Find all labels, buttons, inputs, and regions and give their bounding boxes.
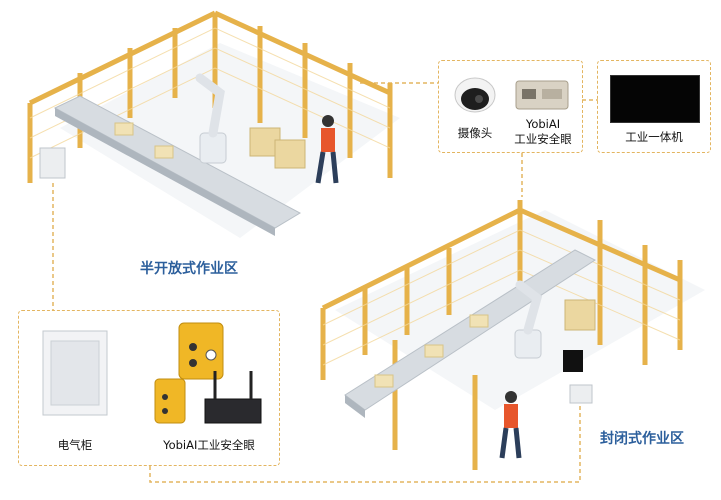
device-group-industrial-pc: 工业一体机 <box>597 60 711 153</box>
enclosed-zone-illustration <box>320 200 705 470</box>
camera-icon <box>454 77 496 113</box>
semi-open-zone-illustration <box>27 10 400 238</box>
electric-cabinet-label: 电气柜 <box>57 438 93 452</box>
safety-eye-label-line1: YobiAI <box>525 117 561 131</box>
device-group-camera-eye: 摄像头 YobiAI 工业安全眼 <box>438 60 583 153</box>
industrial-pc-label: 工业一体机 <box>625 130 683 144</box>
semi-open-zone-title: 半开放式作业区 <box>140 261 238 277</box>
safety-eye-kit-label: YobiAI工业安全眼 <box>163 438 255 452</box>
connector-bottom <box>149 405 581 483</box>
safety-eye-kit-icon <box>154 322 262 424</box>
industrial-pc-screen-icon <box>610 75 700 123</box>
safety-eye-icon <box>515 80 569 110</box>
enclosed-zone-title: 封闭式作业区 <box>600 431 684 447</box>
safety-eye-label-line2: 工业安全眼 <box>514 132 572 146</box>
camera-label: 摄像头 <box>457 126 493 140</box>
electric-cabinet-icon <box>42 330 108 416</box>
device-group-bottom: 电气柜 YobiAI工业安全眼 <box>18 310 280 466</box>
